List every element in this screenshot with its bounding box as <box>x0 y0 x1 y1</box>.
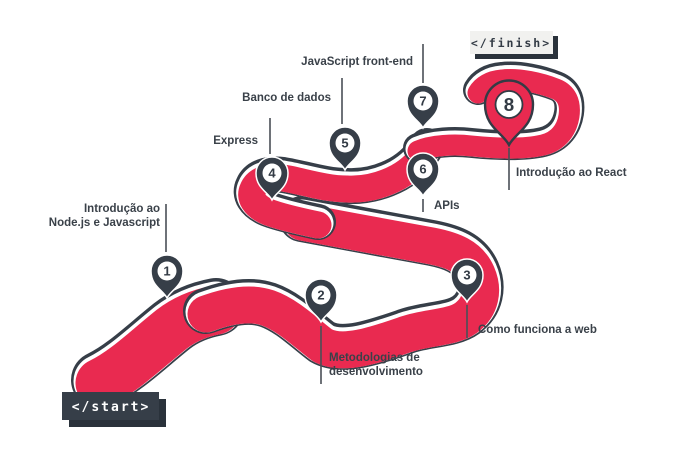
pin-number: 4 <box>268 166 276 181</box>
milestone-pin-3: 3 <box>450 258 484 303</box>
pin-circle <box>262 163 282 183</box>
pin-circle <box>413 91 433 111</box>
milestone-1-label-line-1: Introdução ao <box>84 203 160 215</box>
pin-number: 2 <box>317 288 324 303</box>
pin-circle <box>335 133 355 153</box>
milestone-7-label: JavaScript front-end <box>301 56 413 68</box>
pin-circle <box>311 285 331 305</box>
milestone-pin-8: 8 <box>483 79 535 147</box>
pin-number: 3 <box>463 268 470 283</box>
milestone-6-label: APIs <box>434 200 460 212</box>
milestone-5-label: Banco de dados <box>242 92 331 104</box>
pin-circle <box>157 261 177 281</box>
milestone-pin-2: 2 <box>304 278 338 323</box>
finish-flag-box <box>470 31 553 54</box>
pin-number: 8 <box>504 94 514 115</box>
label-stems <box>165 44 510 384</box>
pin-number: 7 <box>419 94 426 109</box>
finish-flag-label: </finish> <box>471 36 551 50</box>
start-flag: </start> <box>62 392 166 427</box>
pin-circle <box>413 159 433 179</box>
milestone-pin-7: 7 <box>406 84 440 129</box>
milestone-pin-5: 5 <box>328 126 362 171</box>
pin-circle <box>494 90 524 119</box>
finish-flag: </finish> <box>470 31 558 59</box>
milestone-1-label-line-2: Node.js e Javascript <box>49 217 160 229</box>
start-flag-label: </start> <box>72 400 151 415</box>
pin-number: 1 <box>163 264 170 279</box>
pin-circle <box>457 265 477 285</box>
milestone-2-label-line-1: Metodologias de <box>329 352 420 364</box>
road-segment-lower <box>206 219 481 350</box>
start-flag-box <box>62 392 159 420</box>
milestone-8-label: Introdução ao React <box>516 167 627 179</box>
milestone-2-label-line-2: desenvolvimento <box>329 366 423 378</box>
pin-number: 5 <box>341 136 348 151</box>
milestone-pin-4: 4 <box>255 156 289 201</box>
milestone-labels: Introdução ao Node.js e Javascript Metod… <box>49 56 627 378</box>
milestone-3-label: Como funciona a web <box>478 324 597 336</box>
pin-number: 6 <box>419 162 426 177</box>
milestone-pin-1: 1 <box>150 254 184 299</box>
milestone-pin-6: 6 <box>406 152 440 197</box>
milestone-4-label: Express <box>213 135 258 147</box>
